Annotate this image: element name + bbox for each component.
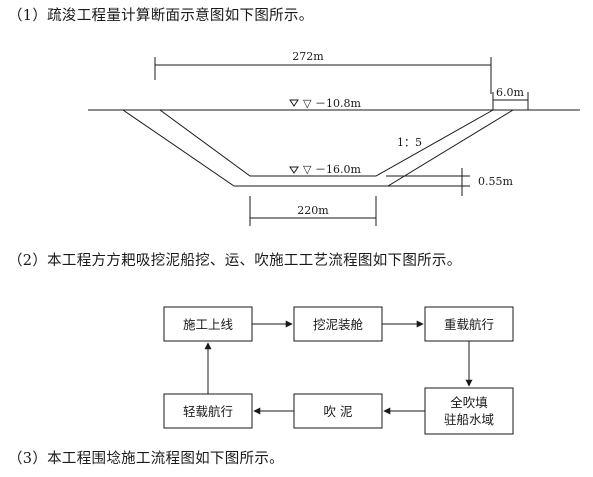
node-label-fill-line2: 驻船水域	[444, 412, 494, 427]
heading-cofferdam-flow: （3）本工程围埝施工流程图如下图所示。	[8, 451, 284, 467]
heading-dredging-section: （1）疏浚工程量计算断面示意图如下图所示。	[8, 8, 314, 24]
surface-level-label: ▽ －10.8m	[303, 97, 361, 110]
process-flowchart	[163, 306, 514, 435]
extra-depth-label: 0.55m	[478, 175, 513, 188]
surface-level-triangle-icon	[289, 99, 299, 107]
node-label-light-sailing: 轻载航行	[183, 404, 233, 419]
node-label-fill-line1: 全吹填	[450, 395, 488, 410]
berm-width-label: 6.0m	[496, 86, 524, 99]
slope-label: 1：5	[397, 136, 422, 149]
node-blow-mud	[293, 393, 383, 429]
channel-inner-outline	[159, 109, 494, 177]
heading-process-flow: （2）本工程方方耙吸挖泥船挖、运、吹施工工艺流程图如下图所示。	[8, 253, 462, 269]
flow-arrows	[204, 320, 473, 415]
node-fill-area	[424, 387, 514, 435]
node-label-construction-online: 施工上线	[183, 317, 234, 332]
bottom-width-label: 220m	[297, 204, 329, 217]
node-label-blow-mud: 吹 泥	[324, 404, 353, 419]
channel-outer-outline	[122, 109, 514, 187]
node-label-dredge-load: 挖泥装舱	[313, 317, 364, 332]
node-loaded-sailing	[424, 306, 514, 342]
node-light-sailing	[163, 393, 253, 429]
bottom-level-triangle-icon	[289, 166, 299, 174]
cross-section-diagram	[88, 57, 580, 226]
bottom-level-label: ▽ －16.0m	[303, 163, 361, 176]
top-width-label: 272m	[292, 50, 324, 63]
node-label-loaded-sailing: 重载航行	[444, 317, 494, 332]
